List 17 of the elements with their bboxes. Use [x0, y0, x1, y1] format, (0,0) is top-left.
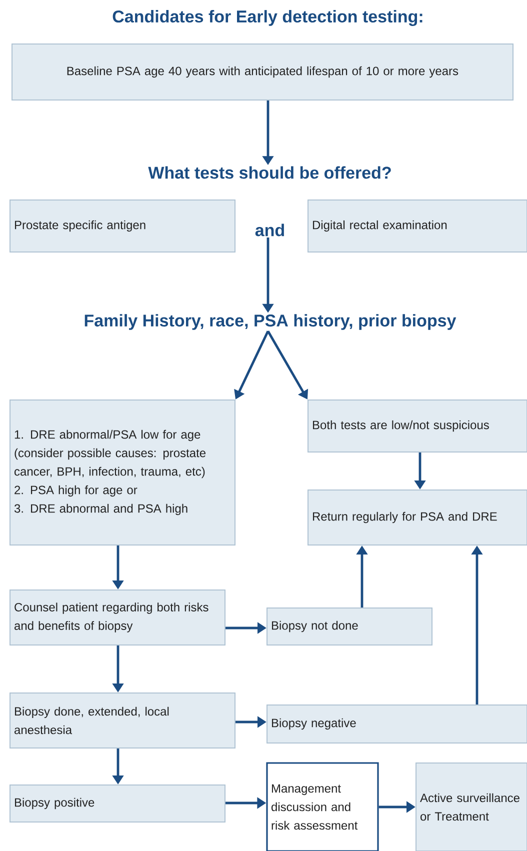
- process-box: Counsel patient regarding both risks and benefits of biopsy: [10, 590, 226, 646]
- process-box: Active surveillance or Treatment: [416, 762, 527, 851]
- heading-text: Family History, race, PSA history, prior biopsy: [84, 314, 456, 330]
- process-box: Baseline PSA age 40 years with anticipated lifespan of 10 or more years: [12, 44, 514, 100]
- process-box: Prostate specific antigen: [10, 200, 236, 252]
- process-box: Both tests are low/not suspicious: [308, 400, 527, 452]
- process-box: Return regularly for PSA and DRE: [308, 490, 527, 546]
- process-box: Digital rectal examination: [308, 200, 527, 252]
- process-box: Biopsy done, extended, local anesthesia: [10, 692, 236, 748]
- heading-text: and: [255, 224, 284, 236]
- heading-text: What tests should be offered?: [148, 166, 391, 179]
- title-text: Candidates for Early detection testing:: [112, 10, 422, 26]
- process-box: 1. DRE abnormal/PSA low for age (consider possible causes: prostate cancer, BPH, infection, trauma, etc) 2. PSA high for age or 3. DRE abnormal and PSA high: [10, 400, 236, 546]
- process-box: Biopsy not done: [266, 608, 432, 646]
- process-box: Management discussion and risk assessment: [266, 762, 379, 851]
- process-box: Biopsy negative: [266, 704, 527, 744]
- process-box: Biopsy positive: [10, 784, 226, 822]
